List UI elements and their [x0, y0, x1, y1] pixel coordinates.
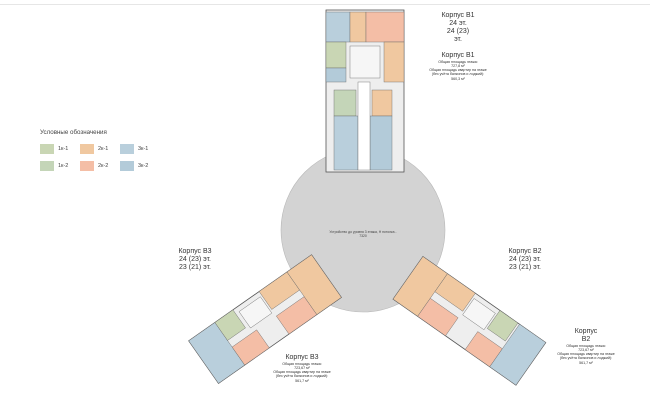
legend-grid: 1к-1 2к-1 3к-1 1к-2 2к-2 3к-2	[40, 144, 160, 171]
legend-label: 1к-1	[58, 146, 69, 152]
b3-stair	[238, 296, 273, 329]
b2-apt-note: (без учёта балконов и лоджий):	[559, 356, 613, 361]
b1-info: Корпус В1 Общая площадь этажа: 727,8 м² …	[418, 52, 498, 81]
b1-apt-2k-upper-mid	[349, 11, 367, 43]
b1-area-value: 727,8 м²	[451, 64, 465, 69]
b2-floors-1: 24 (23) эт.	[509, 256, 541, 264]
b1-name-2: Корпус В1	[441, 52, 475, 59]
b1-apt-3k-upper-left	[325, 11, 351, 43]
b3-apt-2k-end	[286, 254, 342, 315]
b1-floors-1: 24 эт.	[449, 20, 467, 28]
b1-stair	[349, 45, 381, 79]
b1-apt-value: 560,3 м²	[451, 76, 465, 81]
b3-name: Корпус В3	[178, 248, 212, 255]
legend-item-2k-1: 2к-1	[80, 144, 120, 154]
b2-floors-2: 23 (21) эт.	[509, 264, 541, 272]
b2-apt-2k-left-top	[434, 273, 476, 312]
b3-floors-2: 23 (21) эт.	[179, 264, 211, 272]
b2-apt-1k-top	[487, 310, 519, 342]
b3-apt-note: (без учёта балконов и лоджий):	[275, 374, 329, 379]
legend-swatch	[120, 161, 134, 171]
b1-name: Корпус В1	[441, 12, 475, 19]
building-b3-plan	[188, 254, 342, 384]
b2-area-label: Общая площадь этажа:	[566, 344, 606, 349]
legend-item-2k-2: 2к-2	[80, 161, 120, 171]
b2-name: Корпус В2	[508, 248, 542, 255]
legend-label: 1к-2	[58, 163, 69, 169]
legend-label: 3к-1	[138, 146, 149, 152]
b2-heading: Корпус В2 24 (23) эт. 23 (21) эт.	[498, 248, 552, 272]
legend: Условные обозначения 1к-1 2к-1 3к-1 1к-2…	[40, 129, 160, 171]
b3-heading: Корпус В3 24 (23) эт. 23 (21) эт.	[168, 248, 222, 272]
legend-swatch	[80, 144, 94, 154]
b1-area-label: Общая площадь этажа:	[438, 60, 478, 65]
legend-label: 3к-2	[138, 163, 149, 169]
legend-label: 2к-2	[98, 163, 109, 169]
b3-apt-value: 561,7 м²	[295, 378, 309, 383]
legend-swatch	[80, 161, 94, 171]
legend-item-3k-2: 3к-2	[120, 161, 160, 171]
legend-item-1k-1: 1к-1	[40, 144, 80, 154]
building-b1-plan	[325, 9, 405, 173]
legend-swatch	[40, 144, 54, 154]
b1-apt-3k-bottom-left	[333, 115, 359, 171]
b3-area-label: Общая площадь этажа:	[282, 362, 322, 367]
b1-apt-3k-left-2	[325, 67, 347, 83]
b1-apt-2k-right	[383, 41, 405, 83]
legend-swatch	[120, 144, 134, 154]
b3-floors-1: 24 (23) эт.	[179, 256, 211, 264]
b2-area-value: 723,67 м²	[578, 348, 594, 353]
building-b2-plan	[392, 255, 547, 386]
legend-title: Условные обозначения	[40, 129, 107, 136]
b1-apt-label: Общая площадь квартир на этаже	[429, 68, 487, 73]
b3-area-value: 723,67 м²	[294, 366, 310, 371]
top-border-line	[0, 4, 650, 5]
b2-name-2b: В2	[581, 336, 591, 344]
b1-apt-note: (без учёта балконов и лоджий):	[431, 72, 485, 77]
b1-apt-1k-lower-left	[333, 89, 357, 117]
b1-apt-1k-left	[325, 41, 347, 69]
legend-swatch	[40, 161, 54, 171]
hub-note: Устройство до уровня 3 этажа, H потолка …	[329, 230, 397, 238]
b3-apt-3k-left	[188, 322, 245, 384]
b2-apt-2k-end	[392, 256, 448, 317]
b3-info: Корпус В3 Общая площадь этажа: 723,67 м²…	[262, 354, 342, 383]
b1-apt-2k-upper-right	[365, 11, 405, 43]
b1-apt-2k-lower-right	[371, 89, 393, 117]
b1-corridor	[357, 81, 371, 171]
b2-apt-label: Общая площадь квартир на этаже	[557, 352, 615, 357]
b2-apt-3k-right	[489, 323, 547, 386]
legend-item-3k-1: 3к-1	[120, 144, 160, 154]
b3-name-2: Корпус В3	[285, 354, 319, 361]
b1-floors-2: 24 (23)	[446, 28, 470, 36]
b3-apt-1k-top	[214, 309, 246, 341]
b1-heading: Корпус В1 24 эт. 24 (23) эт.	[428, 12, 488, 44]
b3-apt-label: Общая площадь квартир на этаже	[273, 370, 331, 375]
b2-name-2a: Корпус	[574, 328, 598, 335]
legend-label: 2к-1	[98, 146, 109, 152]
b2-apt-2k-left-bottom	[417, 298, 459, 337]
b1-floors-3: эт.	[454, 36, 462, 44]
b3-apt-2k-bottom	[231, 329, 270, 366]
b2-apt-value: 561,7 м²	[579, 360, 593, 365]
b2-info: Корпус В2 Общая площадь этажа: 723,67 м²…	[546, 328, 626, 365]
b1-apt-3k-bottom-right	[369, 115, 393, 171]
b2-stair	[462, 298, 496, 331]
legend-item-1k-2: 1к-2	[40, 161, 80, 171]
